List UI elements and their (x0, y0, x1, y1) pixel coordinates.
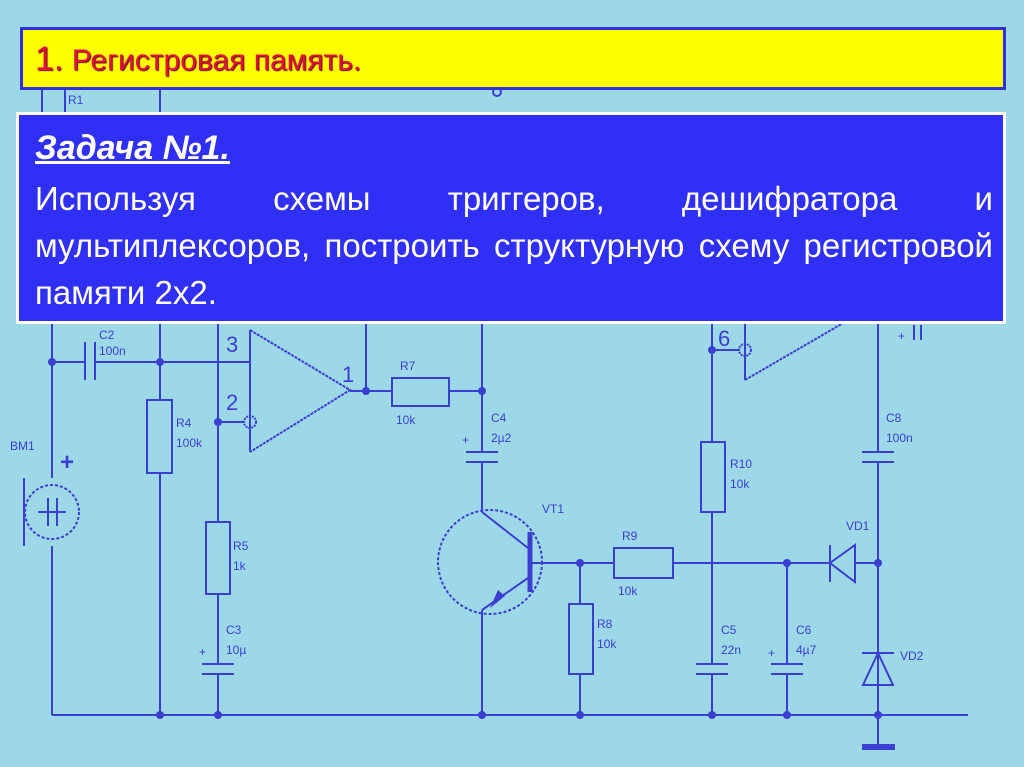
label-bm1-plus: + (60, 449, 74, 476)
label-c5: C5 (721, 623, 737, 637)
label-r4-val: 100k (176, 436, 203, 450)
label-vd1: VD1 (846, 519, 870, 533)
pin-6: 6 (718, 326, 730, 351)
label-r7-val: 10k (396, 413, 416, 427)
label-c4: C4 (491, 411, 507, 425)
label-c3-val: 10µ (226, 643, 246, 657)
label-c8: C8 (886, 411, 902, 425)
label-r10: R10 (730, 457, 752, 471)
label-r8-val: 10k (597, 637, 617, 651)
task-box: Задача №1. Используя схемы триггеров, де… (16, 112, 1006, 324)
label-c2-val: 100n (99, 344, 126, 358)
pin-3: 3 (226, 332, 238, 357)
label-r4: R4 (176, 416, 192, 430)
slide-title: 1. Регистровая память. (35, 40, 361, 79)
label-r10-val: 10k (730, 477, 750, 491)
label-c3-plus: + (199, 645, 206, 659)
title-number: 1. (35, 40, 64, 78)
label-r9: R9 (622, 529, 638, 543)
label-plus-top: + (898, 329, 905, 343)
label-bm1: BM1 (10, 439, 35, 453)
label-vd2: VD2 (900, 649, 924, 663)
label-r5: R5 (233, 539, 249, 553)
label-r8: R8 (597, 617, 613, 631)
label-c8-val: 100n (886, 431, 913, 445)
pin-1: 1 (342, 362, 354, 387)
component-labels: R1 C2 100n BM1 + R4 100k R5 1k C3 10µ + … (10, 93, 924, 663)
pin-2: 2 (226, 390, 238, 415)
label-c6-val: 4µ7 (796, 643, 817, 657)
circuit-wires (23, 86, 968, 750)
label-c5-val: 22n (721, 643, 741, 657)
label-r7: R7 (400, 359, 416, 373)
label-r9-val: 10k (618, 584, 638, 598)
label-r5-val: 1k (233, 559, 247, 573)
title-bar: 1. Регистровая память. (20, 27, 1006, 90)
title-text: Регистровая память. (71, 44, 362, 77)
task-title: Задача №1. (35, 129, 230, 167)
label-c6: C6 (796, 623, 812, 637)
label-c2: C2 (99, 328, 115, 342)
label-c4-plus: + (462, 433, 469, 447)
label-c6-plus: + (768, 646, 775, 660)
label-r1: R1 (68, 93, 84, 107)
label-vt1: VT1 (542, 502, 564, 516)
junction-dots (48, 346, 882, 719)
label-c4-val: 2µ2 (491, 431, 512, 445)
label-c3: C3 (226, 623, 242, 637)
task-text: Используя схемы триггеров, дешифратора и… (35, 180, 993, 311)
